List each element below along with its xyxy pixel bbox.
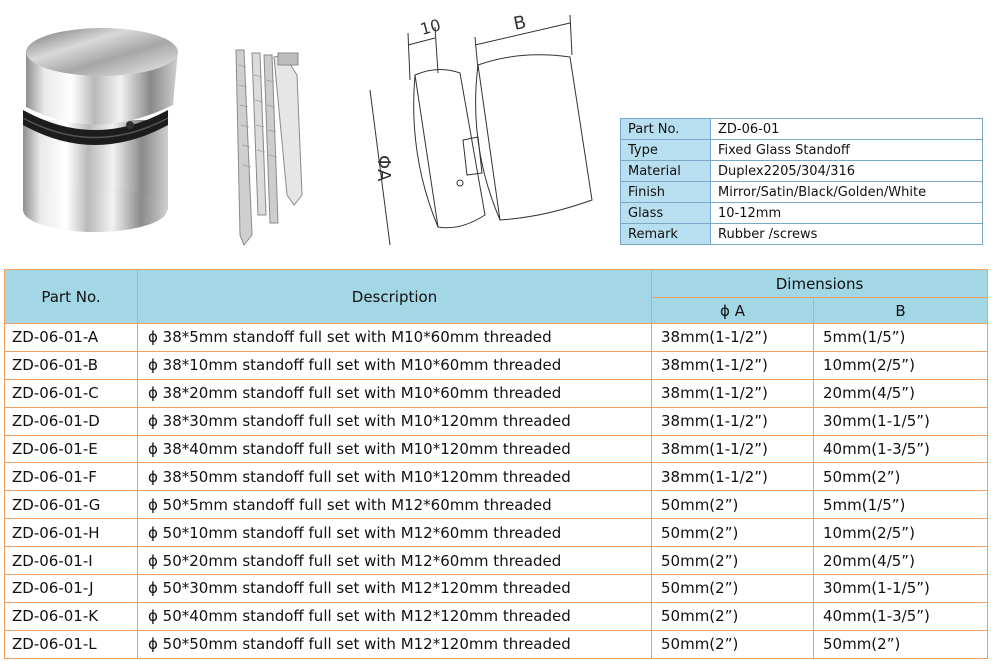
dimension-b-cell: 50mm(2”) <box>812 629 989 659</box>
dim-10-label: 10 <box>418 15 443 39</box>
description-cell: ϕ 38*30mm standoff full set with M10*120… <box>137 406 652 436</box>
description-cell: ϕ 38*20mm standoff full set with M10*60m… <box>137 378 652 408</box>
part-no-cell: ZD-06-01-I <box>4 546 138 576</box>
header-description: Description <box>137 269 652 324</box>
spec-value: ZD-06-01 <box>710 118 983 140</box>
dimension-a-cell: 50mm(2”) <box>651 629 814 659</box>
part-no-cell: ZD-06-01-B <box>4 350 138 380</box>
part-no-cell: ZD-06-01-H <box>4 518 138 548</box>
header-b: B <box>812 297 989 324</box>
description-cell: ϕ 38*5mm standoff full set with M10*60mm… <box>137 323 652 352</box>
part-no-cell: ZD-06-01-F <box>4 462 138 492</box>
dim-b-label: B <box>512 12 528 35</box>
bolts-photo <box>235 49 303 246</box>
part-no-cell: ZD-06-01-C <box>4 378 138 408</box>
description-cell: ϕ 50*30mm standoff full set with M12*120… <box>137 574 652 603</box>
spec-key: Finish <box>620 181 711 203</box>
description-cell: ϕ 50*50mm standoff full set with M12*120… <box>137 629 652 659</box>
part-no-cell: ZD-06-01-K <box>4 601 138 631</box>
dimension-a-cell: 38mm(1-1/2”) <box>651 406 814 436</box>
dimension-b-cell: 40mm(1-3/5”) <box>812 434 989 464</box>
dimension-b-cell: 30mm(1-1/5”) <box>812 406 989 436</box>
spec-row: Part No.ZD-06-01 <box>620 118 983 140</box>
dimension-a-cell: 38mm(1-1/2”) <box>651 434 814 464</box>
description-cell: ϕ 50*5mm standoff full set with M12*60mm… <box>137 490 652 520</box>
spec-value: 10-12mm <box>710 202 983 224</box>
spec-value: Duplex2205/304/316 <box>710 160 983 182</box>
spec-key: Remark <box>620 223 711 245</box>
dimension-a-cell: 50mm(2”) <box>651 574 814 603</box>
dimension-b-cell: 10mm(2/5”) <box>812 350 989 380</box>
spec-key: Part No. <box>620 118 711 140</box>
header-dimensions: Dimensions <box>650 269 989 298</box>
spec-key: Glass <box>620 202 711 224</box>
header-part-no: Part No. <box>4 269 138 324</box>
dimensions-table: Part No. Description Dimensions ϕ A B ZD… <box>4 269 989 659</box>
dimension-b-cell: 20mm(4/5”) <box>812 546 989 576</box>
standoff-photo <box>22 28 178 232</box>
dimension-b-cell: 40mm(1-3/5”) <box>812 601 989 631</box>
dimension-b-cell: 50mm(2”) <box>812 462 989 492</box>
part-no-cell: ZD-06-01-E <box>4 434 138 464</box>
spec-key: Type <box>620 139 711 161</box>
part-no-cell: ZD-06-01-A <box>4 323 138 352</box>
spec-value: Mirror/Satin/Black/Golden/White <box>710 181 983 203</box>
header-a: ϕ A <box>651 297 814 324</box>
dimension-a-cell: 38mm(1-1/2”) <box>651 378 814 408</box>
dimension-b-cell: 20mm(4/5”) <box>812 378 989 408</box>
description-cell: ϕ 38*50mm standoff full set with M10*120… <box>137 462 652 492</box>
description-cell: ϕ 50*10mm standoff full set with M12*60m… <box>137 518 652 548</box>
dimension-a-cell: 38mm(1-1/2”) <box>651 462 814 492</box>
part-no-cell: ZD-06-01-G <box>4 490 138 520</box>
spec-key: Material <box>620 160 711 182</box>
description-cell: ϕ 50*20mm standoff full set with M12*60m… <box>137 546 652 576</box>
dimension-b-cell: 10mm(2/5”) <box>812 518 989 548</box>
dimension-b-cell: 5mm(1/5”) <box>812 323 989 352</box>
dimension-a-cell: 50mm(2”) <box>651 601 814 631</box>
dimension-a-cell: 50mm(2”) <box>651 546 814 576</box>
dimension-a-cell: 50mm(2”) <box>651 518 814 548</box>
dim-a-label: ΦA <box>373 155 394 182</box>
dimension-b-cell: 30mm(1-1/5”) <box>812 574 989 603</box>
technical-drawing: 10 B ΦA <box>369 12 593 246</box>
part-no-cell: ZD-06-01-L <box>4 629 138 659</box>
dimension-a-cell: 50mm(2”) <box>651 490 814 520</box>
dimension-b-cell: 5mm(1/5”) <box>812 490 989 520</box>
description-cell: ϕ 50*40mm standoff full set with M12*120… <box>137 601 652 631</box>
part-no-cell: ZD-06-01-D <box>4 406 138 436</box>
description-cell: ϕ 38*40mm standoff full set with M10*120… <box>137 434 652 464</box>
spec-value: Fixed Glass Standoff <box>710 139 983 161</box>
dimension-a-cell: 38mm(1-1/2”) <box>651 323 814 352</box>
description-cell: ϕ 38*10mm standoff full set with M10*60m… <box>137 350 652 380</box>
part-no-cell: ZD-06-01-J <box>4 574 138 603</box>
spec-value: Rubber /screws <box>710 223 983 245</box>
dimension-a-cell: 38mm(1-1/2”) <box>651 350 814 380</box>
